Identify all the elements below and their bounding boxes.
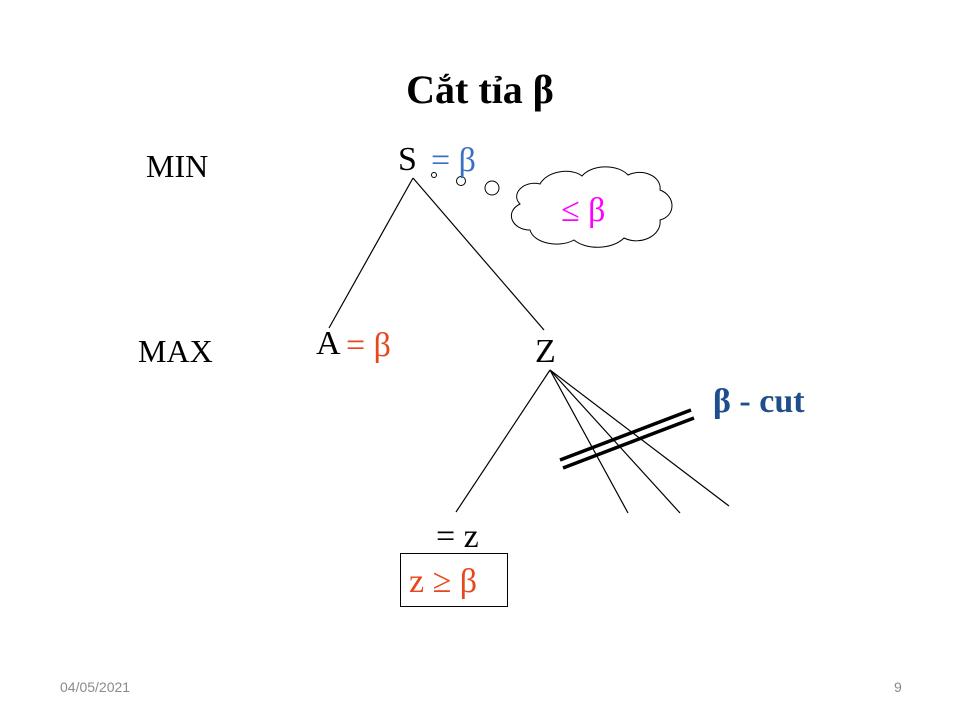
node-z-label: Z <box>535 333 556 370</box>
edge-z-pruned-1 <box>549 369 629 514</box>
edge-s-a <box>328 177 414 329</box>
condition-text: z ≥ β <box>409 563 478 600</box>
node-a-label: A <box>316 325 341 362</box>
thought-cloud-text: ≤ β <box>561 192 606 229</box>
edge-z-pruned-2 <box>549 369 681 514</box>
cut-mark-line-1 <box>559 408 692 462</box>
footer-date: 04/05/2021 <box>60 679 131 695</box>
node-a-value: = β <box>346 327 391 364</box>
edge-s-z <box>412 177 545 331</box>
thought-bubble-medium <box>456 176 466 186</box>
thought-bubble-small <box>431 172 437 178</box>
condition-box <box>400 553 508 607</box>
leaf-value: = z <box>436 518 479 555</box>
slide-title: Cắt tỉa β <box>406 67 554 112</box>
node-s-label: S <box>398 141 417 178</box>
edge-z-leaf <box>455 369 551 513</box>
cut-mark-line-2 <box>562 416 695 470</box>
beta-cut-label: β - cut <box>713 383 805 420</box>
level-label-min: MIN <box>146 148 209 184</box>
thought-cloud-shape <box>510 166 673 248</box>
footer-page-number: 9 <box>894 679 902 695</box>
node-s-value: = β <box>431 142 476 179</box>
level-label-max: MAX <box>138 333 213 369</box>
thought-bubble-large <box>484 180 500 196</box>
